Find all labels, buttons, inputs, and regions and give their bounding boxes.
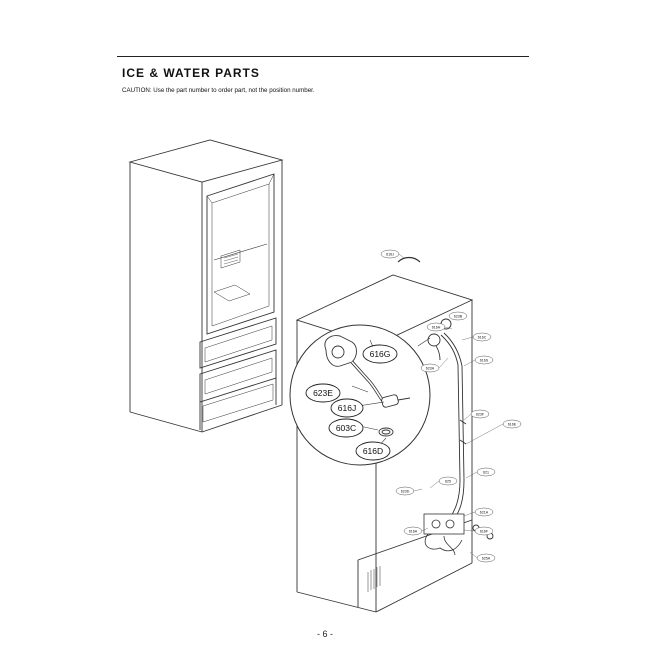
position-label: 616F [480, 530, 489, 534]
callout-label: 603C [336, 423, 356, 433]
header-rule [117, 56, 529, 57]
position-label-ovals [380, 249, 522, 563]
callout-oval [330, 398, 364, 418]
position-label: 616S [480, 359, 489, 363]
detail-magnifier [289, 324, 431, 466]
page-title: ICE & WATER PARTS [122, 66, 260, 80]
position-label: 623A [426, 367, 435, 371]
position-label: 625 [445, 480, 451, 484]
callout-oval [355, 441, 391, 461]
callout-label: 616D [363, 446, 383, 456]
callout-label: 623E [313, 388, 333, 398]
callout-oval [362, 344, 398, 364]
callout-label: 616G [370, 349, 391, 359]
position-label: 621A [480, 511, 489, 515]
detail-callout-labels: 616G 623E 616J 603C 616D [313, 349, 390, 456]
position-label: 616C [478, 336, 487, 340]
position-label: 616J [386, 253, 394, 257]
callout-oval [305, 383, 341, 403]
position-labels: 616J 616H 623B 616C 616S 623A 623F 616E … [386, 253, 517, 561]
caution-note: CAUTION: Use the part number to order pa… [122, 87, 315, 94]
position-label: 623D [401, 490, 410, 494]
refrigerator-front-view [128, 139, 284, 433]
position-label: 621 [483, 471, 489, 475]
callout-label: 616J [338, 403, 356, 413]
page-number: - 6 - [316, 629, 333, 639]
position-leaders [398, 253, 504, 559]
position-label: 623B [454, 315, 463, 319]
position-label: 625A [482, 557, 491, 561]
position-label: 616E [508, 423, 517, 427]
detail-callouts [305, 344, 398, 461]
position-label: 616H [432, 326, 441, 330]
position-label: 623F [476, 413, 485, 417]
position-label: 616A [409, 530, 418, 534]
callout-oval [328, 418, 364, 438]
water-tube-assembly [397, 256, 494, 556]
